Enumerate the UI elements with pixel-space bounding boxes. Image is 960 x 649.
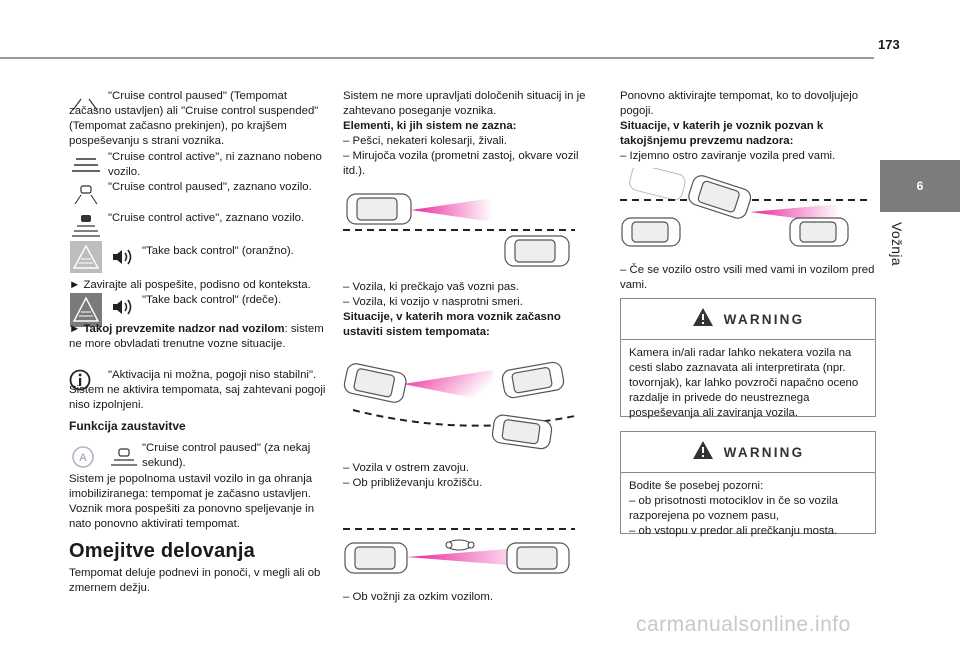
warning-divider [621,339,875,340]
warning-box-attention: WARNING Bodite še posebej pozorni: – ob … [620,431,876,537]
take-back-control-icon [70,241,102,273]
undetected-item-2: – Mirujoča vozila (prometni zastoj, okva… [343,150,579,177]
reactivate-text: Ponovno aktivirajte tempomat, ko to dovo… [620,90,859,117]
take-over-heading: Situacije, v katerih je voznik pozvan k … [620,120,824,147]
warning-box-camera: WARNING Kamera in/ali radar lahko nekate… [620,298,876,419]
figure-hard-braking [620,164,876,257]
stop-paused-block: A "Cruise control paused" (za nekaj seku… [69,441,326,471]
warning-header: WARNING [621,299,875,339]
active-vehicle-block: "Cruise control active", zaznano vozilo. [69,211,326,237]
car-ahead-icon [71,184,101,206]
chapter-tab[interactable]: 6 [880,160,960,212]
warning-intro: Bodite še posebej pozorni: [629,480,764,492]
road-lines-icon [71,156,101,174]
car-icon [346,193,412,225]
watermark: carmanualsonline.info [636,613,851,636]
stop-description: Sistem je popolnoma ustavil vozilo in ga… [69,473,315,530]
info-icon [69,369,91,391]
undetected-item-3: – Vozila, ki prečkajo vaš vozni pas. [343,281,520,293]
brake-accelerate-instruction: ► Zavirajte ali pospešite, podisno od ko… [69,279,311,291]
take-control-rest: : sistem ne more obvladati trenutne vozn… [69,323,324,350]
paused-vehicle-block: "Cruise control paused", zaznano vozilo. [69,180,326,205]
warning-divider [621,472,875,473]
active-no-vehicle-block: "Cruise control active", ni zaznano nobe… [69,150,326,180]
pause-item-1: – Vozila v ostrem zavoju. [343,462,469,474]
motorcycle-icon [445,539,475,551]
undetected-item-1: – Pešci, nekateri kolesarji, živali. [343,135,507,147]
warning-title: WARNING [723,311,805,327]
take-back-red-text: "Take back control" (rdeče). [142,294,282,306]
active-vehicle-text: "Cruise control active", zaznano vozilo. [108,212,305,224]
take-back-control-icon [70,293,102,327]
pause-item-2: – Ob približevanju krožišču. [343,477,483,489]
figure-narrow-vehicle [343,519,603,590]
header-rule [0,57,874,59]
limits-heading: Omejitve delovanja [69,540,255,562]
take-back-orange-text: "Take back control" (oranžno). [142,245,294,257]
take-control-instruction: ► Takoj prevzemite nadzor nad vozilom: s… [69,322,326,352]
undetected-item-4: – Vozila, ki vozijo v nasprotni smeri. [343,296,523,308]
paused-vehicle-text: "Cruise control paused", zaznano vozilo. [108,181,312,193]
take-over-item-1: – Izjemno ostro zaviranje vozila pred va… [620,150,836,162]
warning-header: WARNING [621,432,875,472]
car-ahead-icon [71,213,101,237]
svg-text:A: A [79,452,87,464]
intervention-text: Sistem ne more upravljati določenih situ… [343,90,586,117]
road-lines-icon [70,97,100,111]
car-ahead-icon [109,447,139,469]
paused-text: "Cruise control paused" (Tempomat začasn… [69,90,319,147]
activation-impossible-text: "Aktivacija ni možna, pogoji niso stabil… [69,369,326,411]
pause-situations-heading: Situacije, v katerih mora voznik začasno… [343,311,561,338]
chapter-number: 6 [916,178,924,193]
speaker-icon [111,248,135,266]
paused-block: "Cruise control paused" (Tempomat začasn… [69,89,326,149]
take-control-bold: ► Takoj prevzemite nadzor nad vozilom [69,323,285,335]
warning-triangle-icon [692,307,714,332]
stop-paused-text: "Cruise control paused" (za nekaj sekund… [142,442,311,469]
active-no-vehicle-text: "Cruise control active", ni zaznano nobe… [108,151,322,178]
activation-impossible-block: "Aktivacija ni možna, pogoji niso stabil… [69,368,326,413]
take-back-orange-block: "Take back control" (oranžno). [69,241,326,277]
figure-crossing-vehicles [343,186,603,275]
pause-item-3: – Ob vožnji za ozkim vozilom. [343,591,494,603]
chapter-label: Vožnja [889,222,905,266]
auto-hold-icon: A [69,445,99,469]
limits-text: Tempomat deluje podnevi in ponoči, v meg… [69,567,321,594]
stop-function-heading: Funkcija zaustavitve [69,419,186,433]
page-number: 173 [878,37,900,52]
take-back-red-block: "Take back control" (rdeče). [69,293,326,329]
undetected-heading: Elementi, ki jih sistem ne zazna: [343,120,517,132]
warning-item-2: – ob vstopu v predor ali prečkanju mosta… [629,525,838,537]
warning-triangle-icon [692,440,714,465]
warning-title: WARNING [723,444,805,460]
warning-item-1: – ob prisotnosti motociklov in če so voz… [629,495,838,522]
figure-sharp-bend [343,354,603,459]
take-over-item-2: – Če se vozilo ostro vsili med vami in v… [620,264,875,291]
speaker-icon [111,298,135,316]
warning-text: Kamera in/ali radar lahko nekatera vozil… [629,347,859,419]
